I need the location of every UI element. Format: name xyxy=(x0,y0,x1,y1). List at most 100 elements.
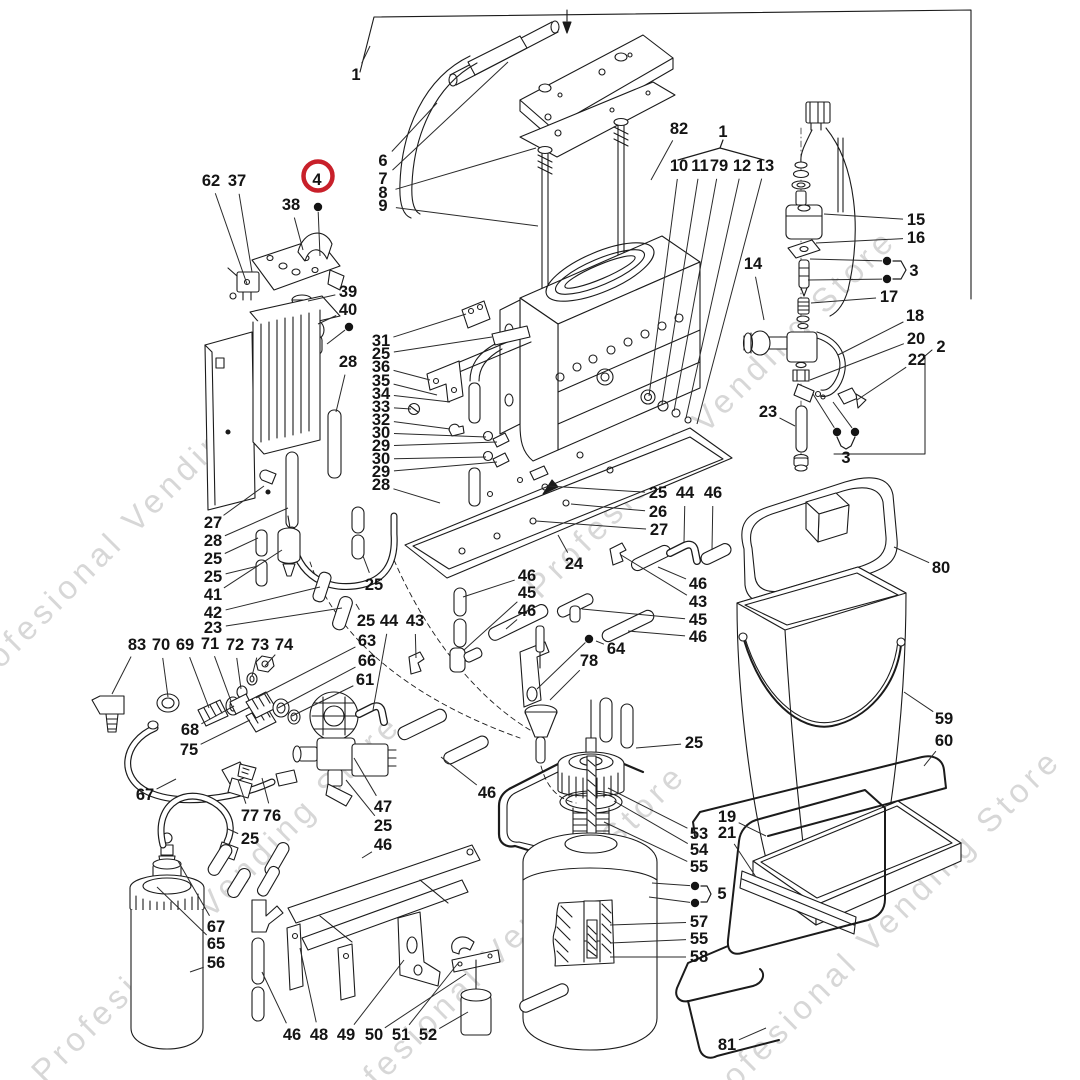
leader-line-77 xyxy=(237,779,247,804)
leader-line-25 xyxy=(355,603,360,611)
part-label-62: 62 xyxy=(202,172,220,190)
part-label-32: 32 xyxy=(372,411,390,429)
part-label-24: 24 xyxy=(565,555,584,573)
leader-line-67 xyxy=(177,860,210,916)
bullet-dot xyxy=(690,881,700,891)
part-label-50: 50 xyxy=(365,1026,383,1044)
part-label-6: 6 xyxy=(378,152,387,170)
leader-line-64 xyxy=(595,640,605,645)
part-label-25: 25 xyxy=(204,568,222,586)
leader-line-46 xyxy=(261,971,287,1024)
leader-line-79 xyxy=(673,178,718,412)
part-label-40: 40 xyxy=(339,301,357,319)
bullet-dot xyxy=(882,256,892,266)
leader-line-25 xyxy=(225,565,259,575)
leader-line-71 xyxy=(214,656,232,702)
part-label-46: 46 xyxy=(374,836,392,854)
part-label-19: 19 xyxy=(718,808,736,826)
leader-line-43 xyxy=(620,554,688,596)
part-label-69: 69 xyxy=(176,636,194,654)
part-label-25: 25 xyxy=(204,550,222,568)
leader-line-46 xyxy=(440,756,478,786)
leader-line-25 xyxy=(362,555,370,574)
filter-bottle xyxy=(129,832,205,1050)
leader-line xyxy=(317,211,321,257)
leader-line-34 xyxy=(393,395,451,403)
leader-line-7 xyxy=(392,61,509,171)
part-label-11: 11 xyxy=(691,157,708,175)
part-label-45: 45 xyxy=(518,584,536,602)
part-label-25: 25 xyxy=(241,830,259,848)
part-label-29: 29 xyxy=(372,437,390,455)
part-label-28: 28 xyxy=(339,353,357,371)
leader-line-25 xyxy=(393,336,493,353)
leader-line-39 xyxy=(307,294,336,302)
part-label-47: 47 xyxy=(374,798,392,816)
part-label-2: 2 xyxy=(936,338,945,356)
leader-line-59 xyxy=(903,691,934,713)
leader-line-45 xyxy=(581,608,686,620)
leader-line-80 xyxy=(893,546,930,564)
drip-tray xyxy=(739,800,962,935)
leader-line-72 xyxy=(236,657,242,690)
part-label-77: 77 xyxy=(241,807,259,825)
wall-bracket xyxy=(286,844,501,1036)
braces xyxy=(677,139,907,903)
flowmeter-parts xyxy=(245,691,301,725)
part-label-51: 51 xyxy=(392,1026,410,1044)
leader-line-82 xyxy=(650,140,674,181)
leader-line-37 xyxy=(238,193,253,273)
leader-line-44 xyxy=(372,633,388,711)
part-label-29: 29 xyxy=(372,463,390,481)
part-label-9: 9 xyxy=(378,197,387,215)
part-label-71: 71 xyxy=(201,635,219,653)
leader-line-25 xyxy=(635,743,682,749)
leader-line xyxy=(807,278,883,281)
leader-line-49 xyxy=(353,959,405,1026)
leader-line-76 xyxy=(261,777,270,804)
part-label-4: 4 xyxy=(312,171,322,189)
leader-line xyxy=(326,329,346,345)
leader-line-25 xyxy=(224,537,259,554)
part-label-44: 44 xyxy=(380,612,399,630)
part-label-60: 60 xyxy=(935,732,953,750)
part-label-30: 30 xyxy=(372,424,390,442)
part-label-30: 30 xyxy=(372,450,390,468)
leader-line-18 xyxy=(837,321,904,356)
part-label-53: 53 xyxy=(690,825,708,843)
leader-line-65 xyxy=(156,886,207,936)
part-label-36: 36 xyxy=(372,358,390,376)
part-label-18: 18 xyxy=(906,307,924,325)
leader-line-78 xyxy=(549,669,581,701)
leader-line xyxy=(648,896,691,903)
level-sensor xyxy=(519,625,577,804)
leader-line-43 xyxy=(414,633,417,659)
boiler-block xyxy=(407,235,701,507)
part-label-55: 55 xyxy=(690,930,708,948)
part-label-64: 64 xyxy=(607,640,626,658)
part-label-3: 3 xyxy=(909,262,918,280)
part-label-58: 58 xyxy=(690,948,708,966)
leader-line-55 xyxy=(609,939,687,944)
leader-line-81 xyxy=(738,1027,767,1041)
part-label-16: 16 xyxy=(907,229,925,247)
leader-line-25 xyxy=(547,485,646,493)
leader-line-41 xyxy=(223,549,283,589)
part-label-28: 28 xyxy=(204,532,222,550)
leader-line xyxy=(651,882,691,887)
tubing xyxy=(207,506,732,1022)
part-label-25: 25 xyxy=(685,734,703,752)
part-label-46: 46 xyxy=(689,575,707,593)
part-label-61: 61 xyxy=(356,671,374,689)
part-label-66: 66 xyxy=(358,652,376,670)
bullet-dot xyxy=(850,427,860,437)
leader-line-21 xyxy=(733,843,757,878)
bullet-dot xyxy=(690,898,700,908)
leader-line-53 xyxy=(607,787,688,829)
part-label-59: 59 xyxy=(935,710,953,728)
leader-line-13 xyxy=(696,178,763,425)
leader-line-52 xyxy=(439,1011,469,1029)
leader-line-44 xyxy=(683,505,686,543)
